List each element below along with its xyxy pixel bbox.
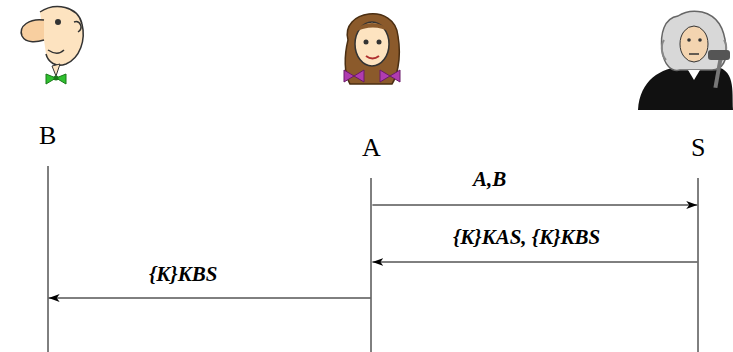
actor-label: A xyxy=(358,133,385,163)
lifeline xyxy=(698,178,699,352)
message-label: {K}KAS, {K}KBS xyxy=(450,226,603,249)
actor-name: A xyxy=(362,133,381,162)
actor-label: S xyxy=(687,133,709,163)
actor-label: B xyxy=(35,121,60,151)
message-label: {K}KBS xyxy=(146,263,220,286)
message-arrow xyxy=(372,205,697,206)
message-label: A,B xyxy=(470,168,509,191)
message-arrow xyxy=(372,262,697,263)
message-arrow xyxy=(49,298,371,299)
actor-name: S xyxy=(691,133,705,162)
lifeline xyxy=(48,166,49,352)
actor-name: B xyxy=(39,121,56,150)
lifeline xyxy=(371,178,372,352)
